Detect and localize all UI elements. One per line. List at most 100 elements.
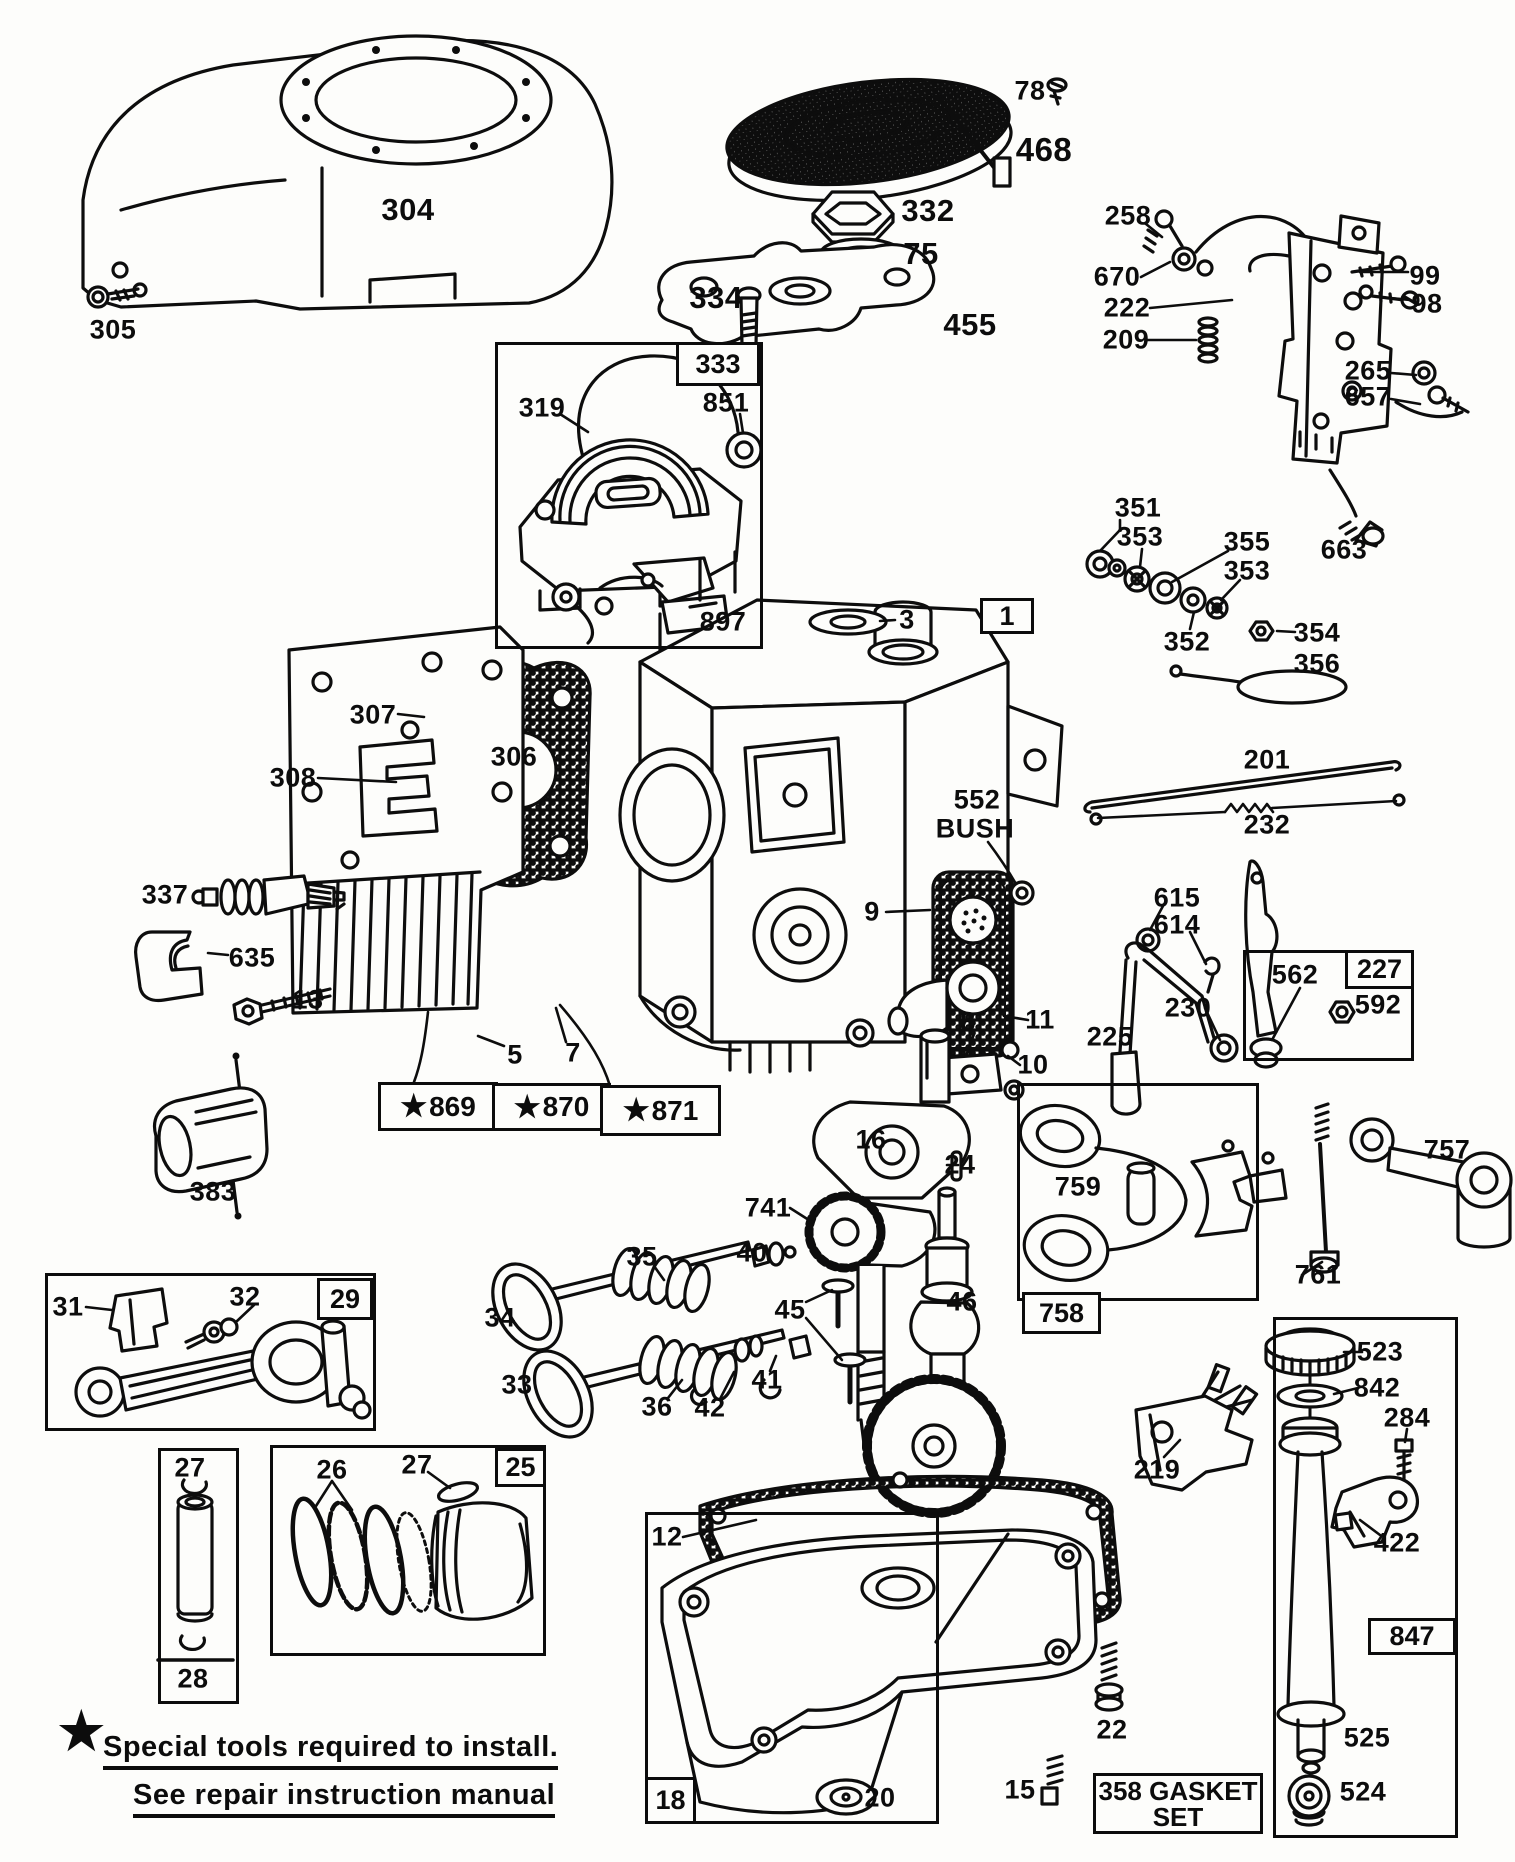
part-label-761: 761 — [1294, 1259, 1342, 1290]
part-label-36: 36 — [641, 1391, 673, 1422]
part-label-307: 307 — [349, 699, 397, 730]
part-label-201: 201 — [1243, 744, 1291, 775]
piston-panel — [270, 1445, 546, 1656]
part-label-657: 657 — [1344, 381, 1392, 412]
part-label-308: 308 — [269, 762, 317, 793]
connecting-rod-29-panel — [45, 1273, 376, 1431]
air-cleaner-drawing — [725, 77, 1068, 203]
part-label-468: 468 — [1015, 131, 1073, 168]
part-label-552: 552 — [953, 784, 1001, 815]
special-tool-part-box-870: ★870 — [492, 1083, 611, 1131]
part-label-524: 524 — [1339, 1776, 1387, 1807]
part-label-3: 3 — [899, 604, 915, 635]
part-label-46: 46 — [946, 1286, 978, 1317]
part-label-BUSH: BUSH — [935, 813, 1015, 844]
part-label-383: 383 — [189, 1176, 237, 1207]
part-label-24: 24 — [944, 1149, 976, 1180]
part-label-353: 353 — [1116, 521, 1164, 552]
part-box-label-227: 227 — [1345, 950, 1414, 989]
governor-lever-panel — [1243, 950, 1414, 1061]
piston-rings-drawing — [290, 1481, 534, 1621]
part-box-label-18: 18 — [645, 1777, 696, 1824]
valve-train-drawing — [491, 1240, 867, 1439]
part-box-label-333: 333 — [676, 342, 760, 386]
part-label-332: 332 — [901, 193, 955, 228]
part-label-13: 13 — [292, 984, 324, 1015]
part-label-851: 851 — [702, 387, 750, 418]
part-label-525: 525 — [1343, 1722, 1391, 1753]
part-label-28: 28 — [177, 1663, 209, 1694]
part-label-75: 75 — [903, 236, 939, 271]
part-label-42: 42 — [694, 1392, 726, 1423]
connecting-rod-29-drawing — [74, 1287, 372, 1420]
part-label-562: 562 — [1271, 959, 1319, 990]
connecting-rod-758-drawing — [1018, 1102, 1513, 1282]
control-bracket-drawing — [1142, 209, 1470, 548]
part-label-45: 45 — [774, 1294, 806, 1325]
part-label-11: 11 — [1025, 1004, 1055, 1035]
head-bolt-drawing — [232, 987, 332, 1026]
blower-housing-drawing — [81, 34, 614, 311]
part-label-635: 635 — [228, 942, 276, 973]
part-label-34: 34 — [484, 1302, 516, 1333]
part-label-355: 355 — [1223, 526, 1271, 557]
part-label-32: 32 — [229, 1281, 261, 1312]
part-label-230: 230 — [1164, 992, 1212, 1023]
governor-washer-stack-drawing — [1085, 549, 1348, 705]
part-label-40: 40 — [736, 1237, 768, 1268]
part-label-232: 232 — [1243, 809, 1291, 840]
part-label-284: 284 — [1383, 1402, 1431, 1433]
part-label-12: 12 — [651, 1521, 683, 1552]
part-label-741: 741 — [744, 1192, 792, 1223]
special-tool-part-box-869: ★869 — [378, 1082, 498, 1131]
star-icon: ★ — [400, 1090, 428, 1123]
part-box-label-29: 29 — [317, 1278, 373, 1320]
part-label-306: 306 — [490, 741, 538, 772]
part-label-663: 663 — [1320, 534, 1368, 565]
part-label-35: 35 — [626, 1241, 658, 1272]
leader-lines — [84, 222, 1422, 1662]
spark-plug-drawing — [191, 874, 346, 916]
part-label-78: 78 — [1014, 75, 1046, 106]
part-label-356: 356 — [1293, 648, 1341, 679]
star-icon: ★ — [513, 1090, 541, 1124]
part-label-422: 422 — [1373, 1527, 1421, 1558]
crankcase-drawing — [618, 550, 1064, 1074]
part-label-209: 209 — [1102, 324, 1150, 355]
part-label-22: 22 — [1096, 1714, 1128, 1745]
part-label-757: 757 — [1423, 1134, 1471, 1165]
part-label-305: 305 — [89, 314, 137, 345]
part-label-222: 222 — [1103, 292, 1151, 323]
part-label-9: 9 — [864, 896, 880, 927]
part-label-10: 10 — [1017, 1049, 1049, 1080]
part-label-15: 15 — [1004, 1774, 1036, 1805]
part-box-label-758: 758 — [1022, 1292, 1101, 1334]
part-label-615: 615 — [1153, 882, 1201, 913]
part-box-label-1: 1 — [980, 598, 1034, 634]
part-box-label-25: 25 — [495, 1448, 546, 1487]
part-label-670: 670 — [1093, 261, 1141, 292]
gasket-set-box: 358 GASKET SET — [1093, 1773, 1263, 1834]
footnote-line-2: See repair instruction manual — [133, 1779, 556, 1818]
part-label-351: 351 — [1114, 492, 1162, 523]
special-tools-star-icon: ★ — [58, 1703, 105, 1761]
part-label-27: 27 — [174, 1452, 206, 1483]
part-label-897: 897 — [699, 606, 747, 637]
wrist-pin-drawing — [176, 1478, 214, 1652]
part-label-759: 759 — [1054, 1171, 1102, 1202]
part-label-33: 33 — [501, 1369, 533, 1400]
part-label-354: 354 — [1293, 617, 1341, 648]
special-tool-part-box-871: ★871 — [600, 1085, 721, 1136]
footnote-line-1: Special tools required to install. — [103, 1731, 559, 1770]
part-label-31: 31 — [52, 1291, 84, 1322]
dipstick-assembly-drawing — [1264, 1327, 1419, 1827]
part-label-219: 219 — [1133, 1454, 1181, 1485]
cylinder-head-drawing — [287, 625, 525, 1015]
part-label-334: 334 — [689, 280, 743, 315]
part-label-225: 225 — [1086, 1021, 1134, 1052]
part-label-20: 20 — [864, 1782, 896, 1813]
part-label-304: 304 — [381, 192, 435, 227]
gasket-set-line-2: SET — [1152, 1801, 1204, 1832]
part-label-16: 16 — [855, 1124, 887, 1155]
